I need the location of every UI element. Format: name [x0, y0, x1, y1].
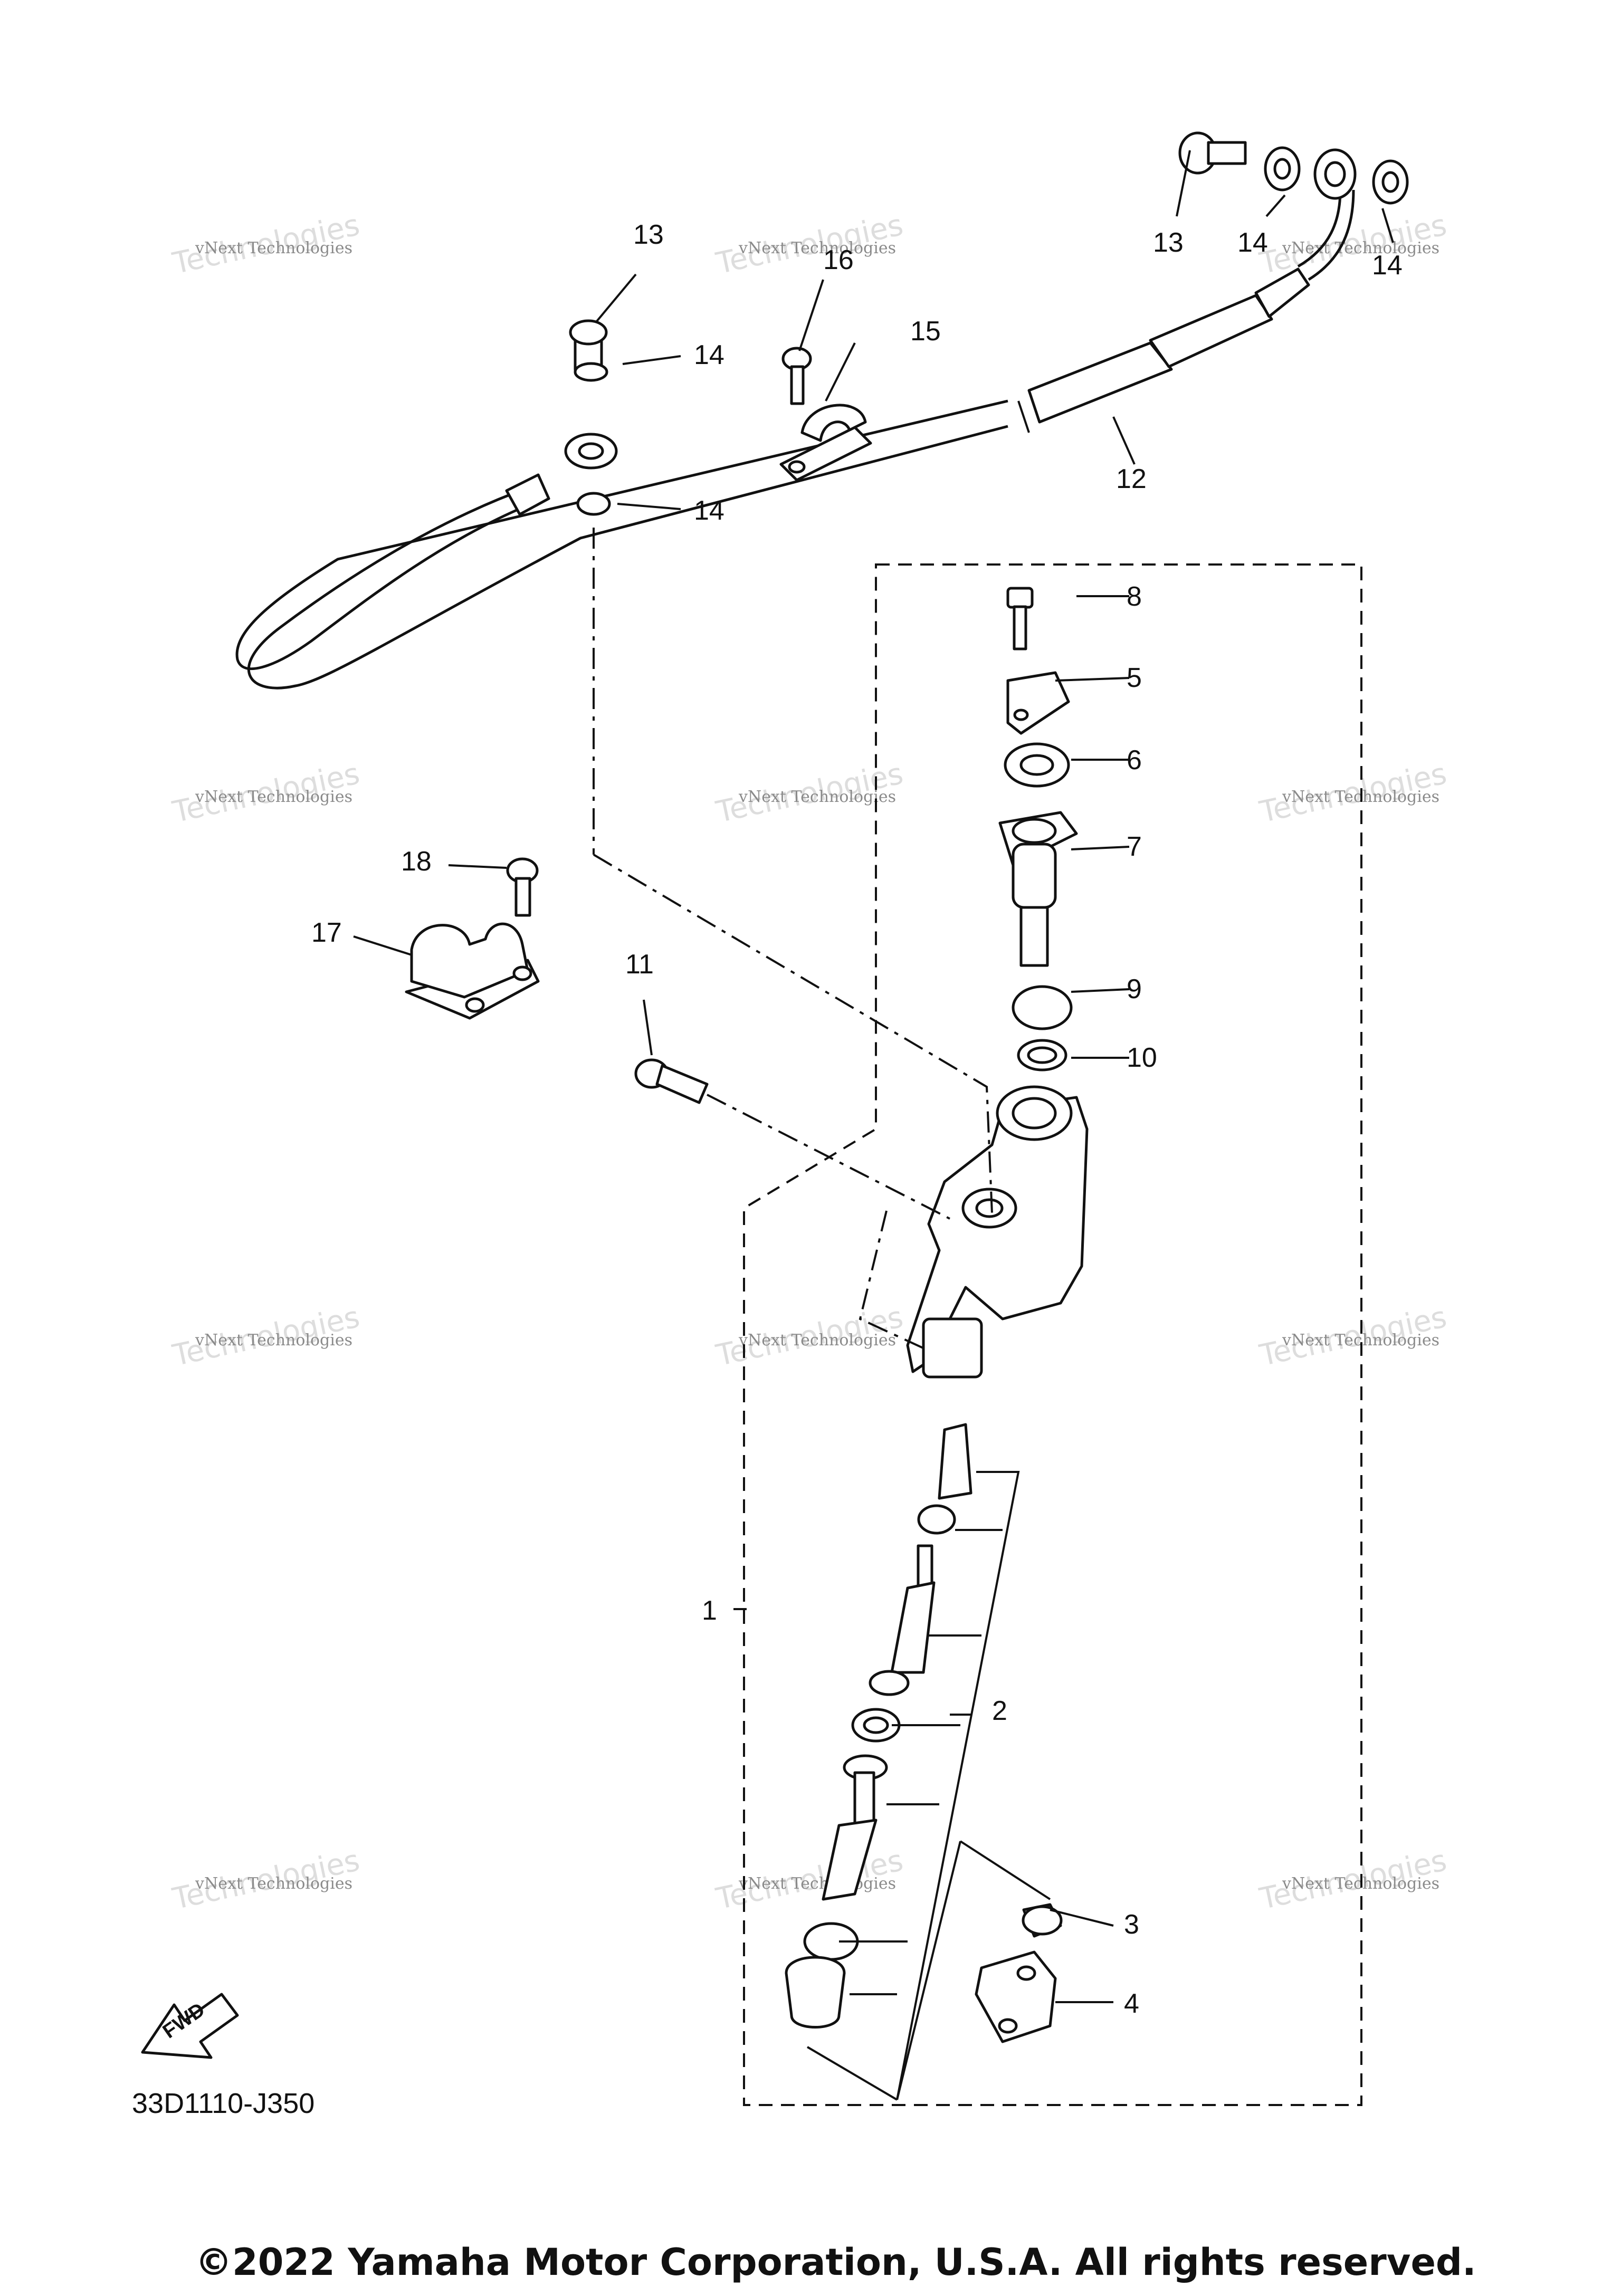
svg-text:vNext Technologies: vNext Technologies — [738, 239, 896, 257]
clevis-parts — [975, 1903, 1063, 2043]
watermark: Technologies vNext Technologies — [1256, 208, 1450, 281]
callout-1: 1 — [702, 1595, 717, 1626]
callout-10: 10 — [1127, 1042, 1157, 1073]
callout-18: 18 — [401, 846, 432, 877]
callout-8: 8 — [1127, 581, 1142, 612]
callout-5: 5 — [1127, 663, 1142, 693]
watermark: Technologies vNext Technologies — [713, 1843, 906, 1917]
banjo-bolt-left — [564, 319, 618, 516]
svg-text:vNext Technologies: vNext Technologies — [738, 1331, 896, 1350]
svg-text:vNext Technologies: vNext Technologies — [195, 788, 352, 806]
callout-14-right-b: 14 — [1372, 250, 1403, 281]
piston-kit — [785, 1423, 972, 2029]
diagram-code: 33D1110-J350 — [132, 2088, 314, 2119]
callout-4: 4 — [1124, 1988, 1139, 2019]
callout-15: 15 — [910, 316, 941, 347]
callout-9: 9 — [1127, 974, 1142, 1004]
watermark: Technologies vNext Technologies — [169, 1843, 363, 1917]
svg-text:vNext Technologies: vNext Technologies — [738, 788, 896, 806]
callout-3: 3 — [1124, 1909, 1139, 1940]
watermark: Technologies vNext Technologies — [1256, 1843, 1450, 1917]
watermark: Technologies vNext Technologies — [713, 208, 906, 281]
callout-7: 7 — [1127, 831, 1142, 862]
bolt-11 — [634, 1058, 709, 1104]
callout-11: 11 — [625, 949, 654, 980]
callout-16: 16 — [823, 245, 854, 275]
callout-6: 6 — [1127, 745, 1142, 776]
callout-labels: 1 2 3 4 5 6 7 8 9 10 11 12 13 13 14 14 1… — [311, 219, 1403, 2019]
master-cylinder-body — [906, 1085, 1089, 1379]
callout-13-right: 13 — [1153, 227, 1184, 258]
callout-14-left-upper: 14 — [694, 340, 724, 370]
watermark: Technologies vNext Technologies — [713, 1300, 906, 1373]
hose-clamp-17 — [405, 857, 540, 1020]
svg-text:vNext Technologies: vNext Technologies — [738, 1874, 896, 1893]
svg-text:vNext Technologies: vNext Technologies — [195, 1874, 352, 1893]
reservoir-parts — [998, 587, 1078, 1072]
callout-14-left-lower: 14 — [694, 495, 724, 526]
svg-text:vNext Technologies: vNext Technologies — [195, 1331, 352, 1350]
callout-17: 17 — [311, 917, 342, 948]
watermark: Technologies vNext Technologies — [1256, 757, 1450, 830]
watermark: Technologies vNext Technologies — [713, 757, 906, 830]
leader-lines — [353, 150, 1394, 2101]
watermark: Technologies vNext Technologies — [169, 757, 363, 830]
banjo-bolt-right — [1178, 131, 1409, 205]
watermark: Technologies vNext Technologies — [1256, 1300, 1450, 1373]
fwd-arrow-icon: FWD — [141, 1993, 239, 2059]
watermark: Technologies vNext Technologies — [169, 208, 363, 281]
svg-text:vNext Technologies: vNext Technologies — [1282, 239, 1439, 257]
callout-2: 2 — [992, 1696, 1007, 1726]
hose-clamp-15 — [779, 347, 872, 482]
callout-12: 12 — [1116, 464, 1147, 494]
watermark: Technologies vNext Technologies — [169, 1300, 363, 1373]
svg-text:vNext Technologies: vNext Technologies — [195, 239, 352, 257]
callout-13-left: 13 — [633, 219, 664, 250]
copyright-notice: ©2022 Yamaha Motor Corporation, U.S.A. A… — [195, 2241, 1476, 2284]
brake-hose — [235, 189, 1355, 690]
callout-14-right-a: 14 — [1237, 227, 1268, 258]
assembly-boundary — [743, 563, 1362, 2106]
